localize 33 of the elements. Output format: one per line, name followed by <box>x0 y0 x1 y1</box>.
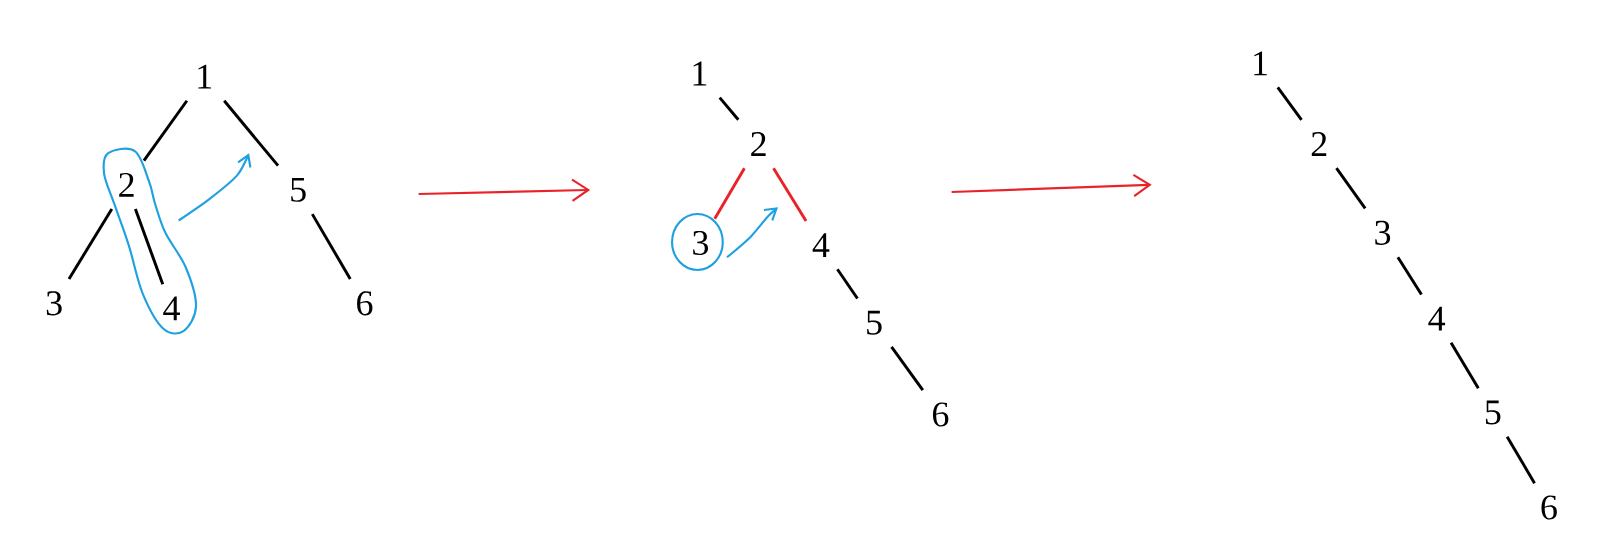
node-label: 6 <box>932 402 949 427</box>
node-label: 2 <box>751 132 766 156</box>
node-label: 1 <box>1254 51 1267 76</box>
tree-edge <box>1396 256 1423 296</box>
tree-edge <box>718 96 740 121</box>
tree-edge <box>223 99 280 167</box>
node-label: 3 <box>1375 220 1391 245</box>
node-label: 2 <box>1311 132 1327 156</box>
node-label: 5 <box>1485 400 1501 425</box>
node-label: 4 <box>163 296 180 321</box>
tree-edge <box>311 213 352 280</box>
node-label: 4 <box>812 233 830 257</box>
node-label: 1 <box>198 64 212 89</box>
tree-edge <box>1505 436 1536 484</box>
tree-edge <box>142 99 189 162</box>
node-label: 1 <box>693 61 707 86</box>
tree-edge <box>1276 86 1303 121</box>
tree-edge <box>1449 341 1480 390</box>
node-label: 6 <box>1541 495 1557 520</box>
tree-edge <box>890 346 924 391</box>
node-label: 2 <box>119 172 134 197</box>
tree-edge <box>836 268 859 300</box>
node-label: 3 <box>693 230 708 256</box>
tree-edge <box>134 208 165 285</box>
tree-edge <box>713 167 746 220</box>
node-label: 6 <box>357 291 373 316</box>
node-label: 5 <box>291 177 306 202</box>
tree-edge <box>1335 167 1367 210</box>
node-label: 3 <box>46 291 62 316</box>
node-label: 5 <box>867 310 882 335</box>
node-label: 4 <box>1428 306 1446 331</box>
tree-edge <box>67 208 114 280</box>
tree-edge <box>772 167 808 222</box>
